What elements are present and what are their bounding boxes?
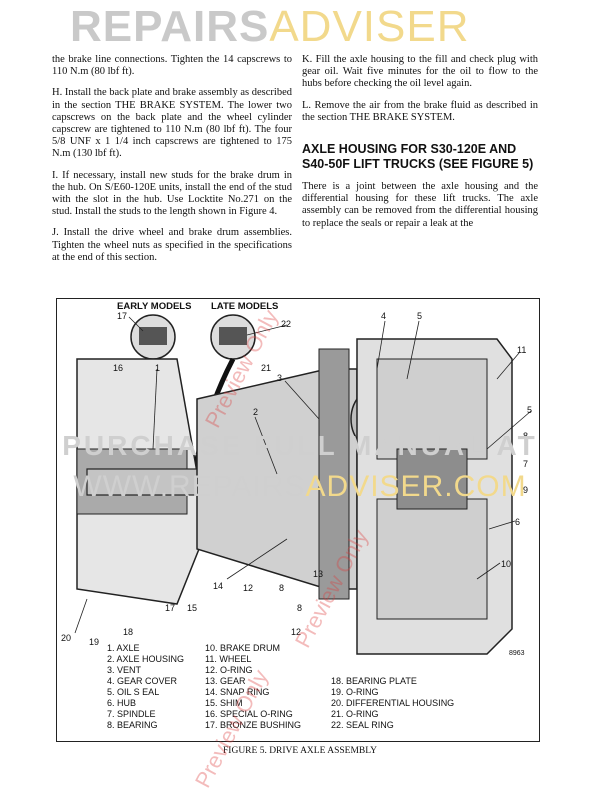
legend-item: 6. HUB [107,698,137,708]
legend-item: 12. O-RING [205,665,253,675]
callout: 21 [261,363,272,373]
callout: 7 [523,459,529,469]
legend-item: 16. SPECIAL O-RING [205,709,293,719]
legend-item: 10. BRAKE DRUM [205,643,281,653]
paragraph-k: K. Fill the axle housing to the fill and… [302,54,538,90]
callout: 3 [277,373,283,383]
callout: 2 [253,407,259,417]
callout: 22 [281,319,292,329]
paragraph-intro: There is a joint between the axle housin… [302,181,538,229]
callout: 20 [61,633,72,643]
early-models-label: EARLY MODELS [117,301,192,312]
legend-item: 15. SHIM [205,698,243,708]
legend-item: 11. WHEEL [205,654,252,664]
callout: 16 [113,363,124,373]
paragraph: J. Install the drive wheel and brake dru… [52,227,292,263]
legend-column-1: 1. AXLE 2. AXLE HOUSING 3. VENT 4. GEAR … [107,643,184,731]
callout: 14 [213,581,224,591]
legend-column-2: 10. BRAKE DRUM 11. WHEEL 12. O-RING 13. … [205,643,301,731]
paragraph: I. If necessary, install new studs for t… [52,169,292,218]
callout: 6 [515,517,521,527]
callout: 8 [297,603,303,613]
left-column: the brake line connections. Tighten the … [52,54,292,273]
legend-item: 4. GEAR COVER [107,676,178,686]
legend-item: 3. VENT [107,665,142,675]
callout: 8 [279,583,285,593]
late-models-label: LATE MODELS [211,301,279,312]
callout: 15 [187,603,198,613]
legend-item: 13. GEAR [205,676,246,686]
watermark-header-a: REPAIRS [70,2,270,51]
paragraph: the brake line connections. Tighten the … [52,54,292,78]
legend-item: 22. SEAL RING [331,720,394,730]
legend-item: 17. BRONZE BUSHING [205,720,302,730]
callout: 5 [417,311,423,321]
callout: 5 [527,405,533,415]
watermark-header-b: ADVISER [269,2,470,51]
right-column: K. Fill the axle housing to the fill and… [302,54,538,239]
callout: 19 [89,637,100,647]
callout: 12 [243,583,254,593]
callout: 9 [523,485,529,495]
callout: 12 [291,627,302,637]
callout: 17 [165,603,176,613]
paragraph: H. Install the back plate and brake asse… [52,87,292,160]
callout: 18 [123,627,134,637]
watermark-header: REPAIRSADVISER [70,2,470,52]
callout: 11 [517,345,527,355]
callout: 17 [117,311,128,321]
figure-code: 8963 [509,650,525,657]
legend-item: 19. O-RING [331,687,379,697]
section-title: AXLE HOUSING FOR S30-120E AND S40-50F LI… [302,142,534,172]
callout: 8 [523,431,529,441]
legend-item: 1. AXLE [107,643,140,653]
legend-item: 20. DIFFERENTIAL HOUSING [331,698,455,708]
paragraph-l: L. Remove the air from the brake fluid a… [302,99,538,123]
figure-drive-axle: EARLY MODELS LATE MODELS 17 16 1 22 21 3… [56,298,540,742]
legend-item: 21. O-RING [331,709,379,719]
callout: 10 [501,559,512,569]
legend-item: 7. SPINDLE [107,709,156,719]
legend-column-3: 18. BEARING PLATE 19. O-RING 20. DIFFERE… [331,676,454,731]
callout: 1 [155,363,161,373]
figure-caption: FIGURE 5. DRIVE AXLE ASSEMBLY [223,746,377,756]
legend-item: 5. OIL S EAL [107,687,160,697]
drive-axle-illustration [74,314,532,655]
legend-item: 14. SNAP RING [205,687,270,697]
legend-item: 18. BEARING PLATE [331,676,417,686]
callout: 4 [381,311,387,321]
callout: 13 [313,569,324,579]
legend-item: 8. BEARING [107,720,158,730]
legend-item: 2. AXLE HOUSING [107,654,185,664]
